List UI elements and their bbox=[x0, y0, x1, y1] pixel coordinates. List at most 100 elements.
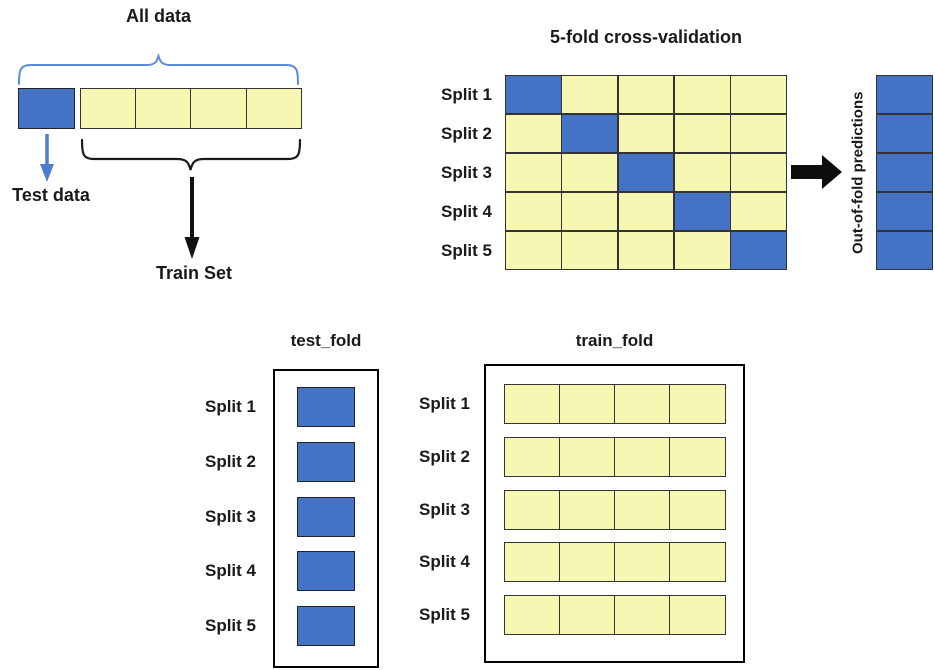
test-fold-split-label: Split 4 bbox=[204, 561, 256, 581]
cv-split-label: Split 3 bbox=[440, 162, 492, 182]
cv-train-cell bbox=[506, 192, 561, 231]
test-fold-box bbox=[297, 551, 355, 592]
train-cell bbox=[669, 595, 726, 635]
cv-train-cell bbox=[506, 114, 561, 153]
cv-train-cell bbox=[674, 114, 730, 153]
train-cell bbox=[669, 542, 726, 583]
cv-train-cell bbox=[731, 76, 786, 114]
train-fold-row bbox=[503, 489, 726, 530]
train-cell bbox=[558, 542, 616, 583]
cv-train-cell bbox=[562, 153, 618, 192]
train-cell bbox=[558, 384, 616, 424]
train-fold-split-label: Split 2 bbox=[418, 446, 470, 466]
train-cell bbox=[135, 88, 192, 129]
cv-test-cell bbox=[674, 192, 730, 231]
oof-cell bbox=[877, 153, 932, 192]
train-cell bbox=[613, 489, 671, 530]
train-set-arrow bbox=[184, 177, 200, 259]
cv-title: 5-fold cross-validation bbox=[549, 27, 743, 47]
train-fold-labels: Split 1 Split 2 Split 3 Split 4 Split 5 bbox=[384, 364, 470, 663]
train-cell bbox=[503, 595, 560, 635]
test-fold-box bbox=[297, 441, 355, 482]
cv-train-cell bbox=[674, 153, 730, 192]
test-fold-box bbox=[297, 387, 355, 427]
train-fold-row bbox=[503, 384, 726, 424]
train-fold-split-label: Split 5 bbox=[418, 605, 470, 624]
cv-test-cell bbox=[506, 76, 561, 114]
train-fold-row bbox=[503, 595, 726, 635]
cv-train-cell bbox=[618, 231, 674, 269]
train-fold-frame bbox=[484, 364, 745, 663]
test-fold-labels: Split 1 Split 2 Split 3 Split 4 Split 5 bbox=[170, 369, 256, 668]
train-cell bbox=[245, 88, 302, 129]
train-cell bbox=[613, 542, 671, 583]
oof-column bbox=[876, 75, 933, 270]
test-fold-split-label: Split 3 bbox=[204, 506, 256, 526]
train-cell bbox=[613, 595, 671, 635]
predictions-arrow bbox=[791, 155, 842, 189]
cv-train-cell bbox=[674, 76, 730, 114]
cv-train-cell bbox=[731, 153, 786, 192]
train-cell bbox=[613, 436, 671, 477]
train-set-brace bbox=[80, 138, 302, 171]
train-fold-title: train_fold bbox=[575, 331, 654, 350]
cv-train-cell bbox=[674, 231, 730, 269]
test-fold-title: test_fold bbox=[290, 331, 362, 350]
test-data-arrow bbox=[40, 134, 54, 182]
train-cell bbox=[558, 489, 616, 530]
test-fold-split-label: Split 2 bbox=[204, 451, 256, 471]
cv-split-label: Split 2 bbox=[440, 123, 492, 143]
cv-train-cell bbox=[506, 231, 561, 269]
train-cell bbox=[669, 489, 726, 530]
test-fold-box bbox=[297, 606, 355, 646]
cv-train-cell bbox=[731, 114, 786, 153]
cv-split-label: Split 5 bbox=[440, 240, 492, 260]
cv-split-label: Split 1 bbox=[440, 84, 492, 104]
all-data-train-strip bbox=[80, 88, 302, 129]
train-cell bbox=[558, 595, 616, 635]
train-fold-split-label: Split 4 bbox=[418, 552, 470, 572]
cv-train-cell bbox=[562, 76, 618, 114]
cv-train-cell bbox=[618, 76, 674, 114]
cv-split-label: Split 4 bbox=[440, 201, 492, 221]
train-set-label: Train Set bbox=[155, 263, 233, 283]
oof-cell bbox=[877, 114, 932, 153]
cv-train-cell bbox=[562, 231, 618, 269]
all-data-test-box bbox=[18, 88, 75, 129]
test-data-label: Test data bbox=[12, 185, 90, 205]
cv-test-cell bbox=[618, 153, 674, 192]
cv-train-cell bbox=[618, 192, 674, 231]
cv-train-cell bbox=[562, 192, 618, 231]
train-cell bbox=[558, 436, 616, 477]
train-cell bbox=[613, 384, 671, 424]
oof-label: Out-of-fold predictions bbox=[849, 91, 867, 254]
train-cell bbox=[503, 384, 560, 424]
train-fold-row bbox=[503, 436, 726, 477]
oof-cell bbox=[877, 192, 932, 231]
cv-grid bbox=[505, 75, 787, 270]
all-data-brace bbox=[18, 54, 299, 85]
train-cell bbox=[669, 436, 726, 477]
cv-train-cell bbox=[731, 192, 786, 231]
train-cell bbox=[669, 384, 726, 424]
train-cell bbox=[503, 436, 560, 477]
train-fold-row bbox=[503, 542, 726, 583]
train-cell bbox=[190, 88, 247, 129]
train-cell bbox=[503, 542, 560, 583]
test-fold-frame bbox=[273, 369, 379, 668]
train-fold-split-label: Split 3 bbox=[418, 499, 470, 519]
train-fold-split-label: Split 1 bbox=[418, 394, 470, 413]
all-data-title: All data bbox=[125, 6, 191, 26]
test-fold-split-label: Split 1 bbox=[204, 397, 256, 416]
oof-cell bbox=[877, 231, 932, 269]
train-cell bbox=[503, 489, 560, 530]
train-cell bbox=[80, 88, 137, 129]
cv-test-cell bbox=[731, 231, 786, 269]
cv-train-cell bbox=[618, 114, 674, 153]
test-fold-box bbox=[297, 496, 355, 537]
cv-split-labels: Split 1 Split 2 Split 3 Split 4 Split 5 bbox=[400, 75, 492, 270]
test-fold-split-label: Split 5 bbox=[204, 616, 256, 635]
cv-test-cell bbox=[562, 114, 618, 153]
cv-train-cell bbox=[506, 153, 561, 192]
